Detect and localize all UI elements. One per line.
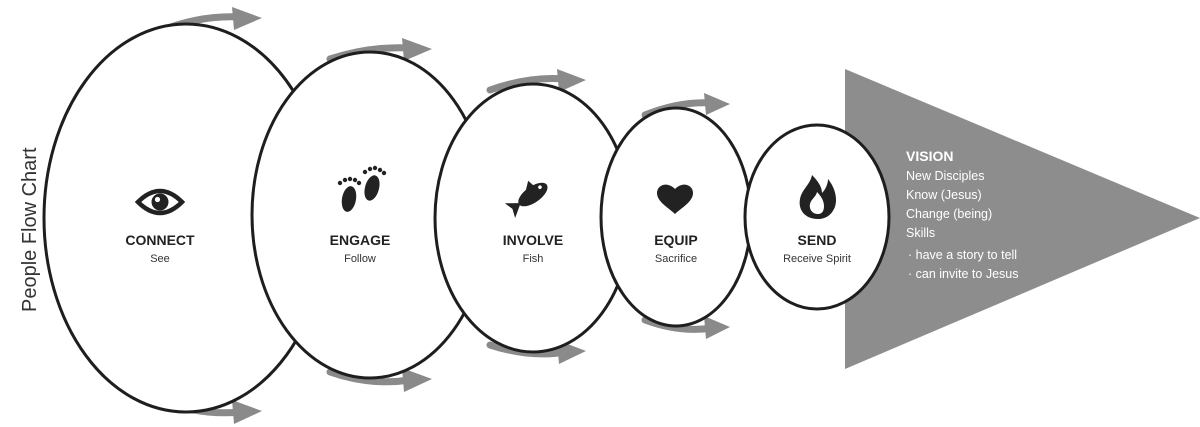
side-title: People Flow Chart bbox=[19, 147, 41, 312]
vision-line: Know (Jesus) bbox=[906, 188, 982, 202]
arrowhead-top-1 bbox=[232, 7, 262, 30]
vision-line: Skills bbox=[906, 226, 935, 240]
eye-icon bbox=[134, 188, 186, 216]
arrowhead-top-3 bbox=[557, 69, 586, 92]
stage-subtitle-involve: Fish bbox=[523, 253, 544, 265]
stage-subtitle-send: Receive Spirit bbox=[783, 253, 851, 265]
stage-title-send: SEND bbox=[798, 232, 837, 248]
arrowhead-bottom-1 bbox=[232, 400, 262, 424]
flame-icon bbox=[799, 175, 836, 219]
arrowhead-top-4 bbox=[704, 93, 730, 115]
stage-subtitle-equip: Sacrifice bbox=[655, 253, 697, 265]
stage-title-engage: ENGAGE bbox=[330, 232, 391, 248]
arrowhead-bottom-2 bbox=[402, 368, 432, 392]
heart-icon bbox=[657, 184, 693, 214]
vision-line: · have a story to tell bbox=[908, 248, 1017, 262]
vision-line: · can invite to Jesus bbox=[908, 267, 1018, 281]
stage-ellipse-equip bbox=[599, 106, 753, 328]
arrowhead-top-2 bbox=[402, 38, 432, 61]
stage-subtitle-engage: Follow bbox=[344, 253, 376, 265]
vision-line: New Disciples bbox=[906, 169, 985, 183]
stage-title-involve: INVOLVE bbox=[503, 232, 563, 248]
arrowhead-bottom-4 bbox=[704, 316, 730, 339]
stage-subtitle-connect: See bbox=[150, 253, 170, 265]
vision-arrow bbox=[845, 69, 1200, 369]
flow-arrow-bottom-2 bbox=[326, 368, 414, 386]
fish-icon bbox=[504, 180, 548, 218]
vision-line: Change (being) bbox=[906, 207, 992, 221]
stage-title-equip: EQUIP bbox=[654, 232, 698, 248]
stage-title-connect: CONNECT bbox=[125, 232, 195, 248]
flow-arrowheads bbox=[232, 7, 730, 424]
vision-panel: VISION New Disciples Know (Jesus) Change… bbox=[906, 148, 1018, 281]
vision-title: VISION bbox=[906, 148, 953, 164]
footprints-icon bbox=[337, 165, 387, 212]
